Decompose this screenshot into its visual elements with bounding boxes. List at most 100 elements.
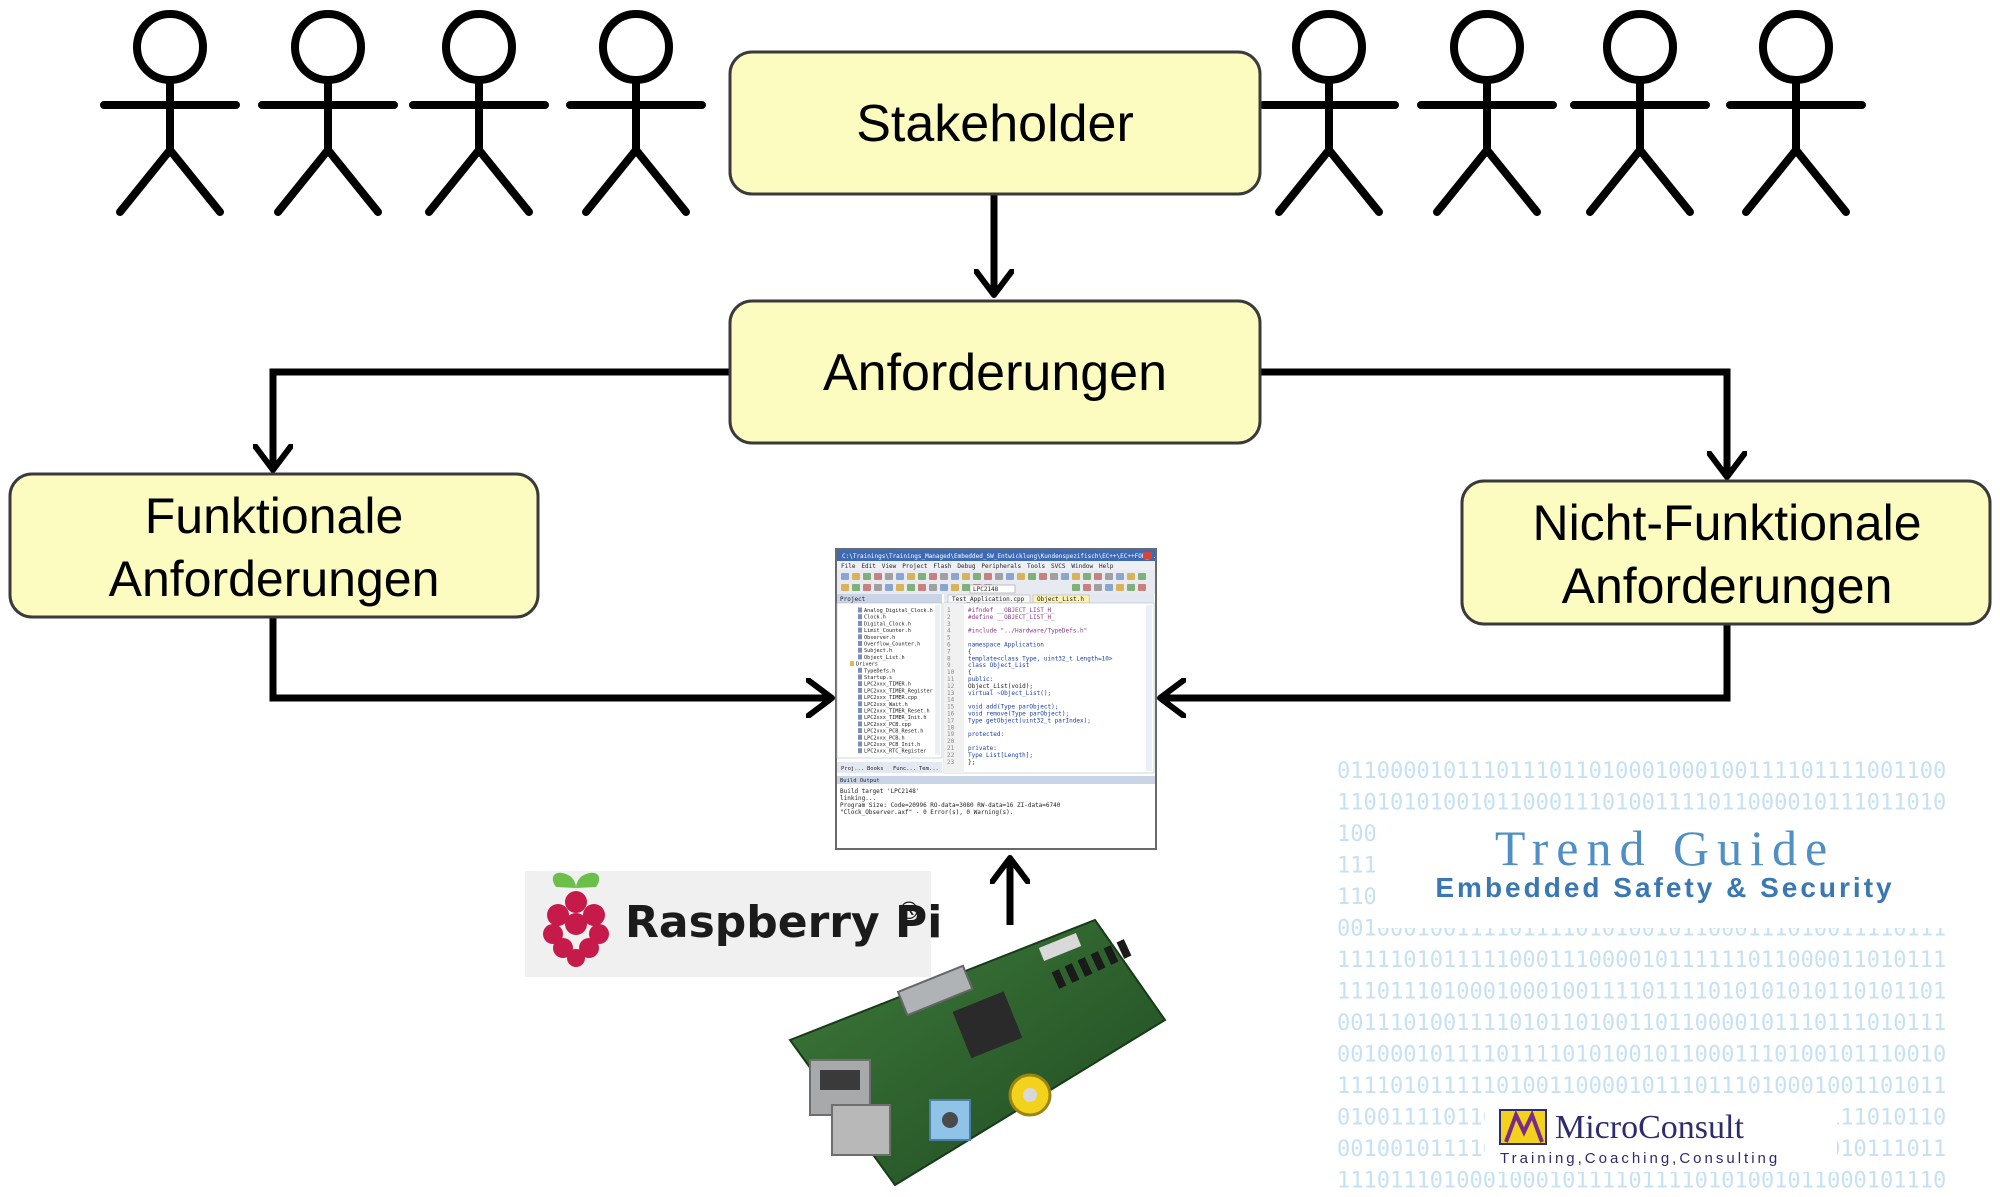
ide-menu-item[interactable]: Tools xyxy=(1027,563,1045,570)
file-tree-item[interactable]: Clock.h xyxy=(864,615,886,621)
ide-menu-item[interactable]: Edit xyxy=(861,563,876,570)
ide-toolbar-button[interactable] xyxy=(929,573,937,580)
ide-toolbar-button[interactable] xyxy=(852,584,860,591)
binary-row: 0110000101110111011010001000100111101111… xyxy=(1337,759,1946,784)
ide-toolbar-button[interactable] xyxy=(896,573,904,580)
ide-toolbar-button[interactable] xyxy=(1116,584,1124,591)
file-tree-item[interactable]: Observer.h xyxy=(864,635,895,641)
ide-toolbar-button[interactable] xyxy=(885,584,893,591)
file-tree-item[interactable]: Analog_Digital_Clock.h xyxy=(864,608,933,614)
ide-toolbar-button[interactable] xyxy=(1116,573,1124,580)
ide-toolbar-button[interactable] xyxy=(1061,573,1069,580)
ide-menu-item[interactable]: Peripherals xyxy=(981,563,1021,570)
file-tree-item[interactable]: LPC2xxx_PCB_Init.h xyxy=(864,742,920,748)
ide-toolbar-button[interactable] xyxy=(841,573,849,580)
file-icon xyxy=(858,614,862,620)
ide-toolbar-button[interactable] xyxy=(874,584,882,591)
file-tree-item[interactable]: Drivers xyxy=(856,662,878,668)
arrow-anforderungen-to-nicht-funktionale xyxy=(1260,368,1727,477)
ide-toolbar-button[interactable] xyxy=(1072,573,1080,580)
ide-toolbar-button[interactable] xyxy=(918,584,926,591)
ide-toolbar-button[interactable] xyxy=(1094,573,1102,580)
ide-target: LPC2148 xyxy=(973,586,999,593)
ide-toolbar-button[interactable] xyxy=(907,573,915,580)
ide-toolbar-button[interactable] xyxy=(1127,573,1135,580)
raspberry-pi-text: Raspberry Pi xyxy=(625,897,942,948)
ide-toolbar-button[interactable] xyxy=(1028,573,1036,580)
ide-menu-item[interactable]: Window xyxy=(1071,563,1093,570)
ide-toolbar-button[interactable] xyxy=(1138,584,1146,591)
ide-toolbar-button[interactable] xyxy=(962,584,970,591)
build-output-line: linking... xyxy=(840,795,876,802)
ide-bottom-tab[interactable]: Func... xyxy=(893,766,916,772)
ide-toolbar-button[interactable] xyxy=(995,573,1003,580)
ide-toolbar-button[interactable] xyxy=(973,573,981,580)
ide-toolbar-button[interactable] xyxy=(940,584,948,591)
ide-menu-item[interactable]: Help xyxy=(1099,563,1114,570)
file-tree-item[interactable]: LPC2xxx_PCB_Reset.h xyxy=(864,729,923,735)
file-tree-item[interactable]: Subject.h xyxy=(864,648,892,654)
ide-menu-item[interactable]: SVCS xyxy=(1051,563,1066,570)
file-tree-item[interactable]: LPC2xxx_PCB.h xyxy=(864,735,905,741)
ide-toolbar-button[interactable] xyxy=(1094,584,1102,591)
file-tree-item[interactable]: LPC2xxx_TIMER_Reset.h xyxy=(864,709,930,715)
ide-toolbar-button[interactable] xyxy=(951,573,959,580)
ide-menu-item[interactable]: Project xyxy=(902,563,928,570)
ide-bottom-tab[interactable]: Proj... xyxy=(841,766,864,772)
file-tree-item[interactable]: LPC2xxx_Wait.h xyxy=(864,702,908,708)
ide-toolbar-button[interactable] xyxy=(1050,573,1058,580)
ide-toolbar-button[interactable] xyxy=(984,573,992,580)
ide-menu-item[interactable]: Flash xyxy=(933,563,951,570)
code-line: Type getObject(uint32_t parIndex); xyxy=(968,717,1091,724)
ide-toolbar-button[interactable] xyxy=(1017,573,1025,580)
file-tree-item[interactable]: Digital_Clock.h xyxy=(864,621,911,627)
ide-toolbar-button[interactable] xyxy=(940,573,948,580)
file-tree-item[interactable]: LPC2xxx_TIMER.cpp xyxy=(864,695,917,701)
ide-toolbar-button[interactable] xyxy=(874,573,882,580)
file-tree-item[interactable]: LPC2xxx_PCB.cpp xyxy=(864,722,911,728)
ide-toolbar-button[interactable] xyxy=(896,584,904,591)
file-tree-item[interactable]: Overflow_Counter.h xyxy=(864,642,920,648)
file-tree-item[interactable]: TypeDefs.h xyxy=(864,668,895,674)
line-number: 22 xyxy=(947,752,955,759)
ide-toolbar-button[interactable] xyxy=(885,573,893,580)
file-tree-item[interactable]: Limit_Counter.h xyxy=(864,628,911,634)
file-tree-item[interactable]: Startup.s xyxy=(864,675,892,681)
ide-toolbar-button[interactable] xyxy=(1105,584,1113,591)
ide-toolbar-button[interactable] xyxy=(929,584,937,591)
file-tree-item[interactable]: LPC2xxx_TIMER.h xyxy=(864,682,911,688)
ide-toolbar-button[interactable] xyxy=(1138,573,1146,580)
ide-menu-item[interactable]: File xyxy=(841,563,856,570)
ide-toolbar-button[interactable] xyxy=(863,573,871,580)
ide-menu-item[interactable]: Debug xyxy=(957,563,975,570)
file-tree-item[interactable]: LPC2xxx_RTC_Register xyxy=(864,749,926,755)
ide-bottom-tab[interactable]: Books xyxy=(867,766,884,772)
ide-toolbar-button[interactable] xyxy=(918,573,926,580)
ide-toolbar-button[interactable] xyxy=(962,573,970,580)
file-tree-item[interactable]: LPC2xxx_TIMER_Register xyxy=(864,688,933,694)
anforderungen-box: Anforderungen xyxy=(728,299,1262,445)
ide-toolbar-button[interactable] xyxy=(841,584,849,591)
file-tree-item[interactable]: Object_List.h xyxy=(864,655,905,661)
ide-toolbar-button[interactable] xyxy=(1072,584,1080,591)
file-tree-item[interactable]: LPC2xxx_TIMER_Init.h xyxy=(864,715,926,721)
connectors xyxy=(273,195,1727,925)
line-number: 13 xyxy=(947,690,955,697)
microconsult-name: MicroConsult xyxy=(1555,1109,1744,1146)
ide-menu-item[interactable]: View xyxy=(882,563,897,570)
code-line: template<class Type, uint32_t Length=10> xyxy=(968,655,1113,662)
ide-editor-tab-label: Object_List.h xyxy=(1037,596,1084,603)
ide-toolbar-button[interactable] xyxy=(1127,584,1135,591)
ide-toolbar-button[interactable] xyxy=(907,584,915,591)
ide-toolbar-button[interactable] xyxy=(951,584,959,591)
ide-toolbar-button[interactable] xyxy=(1105,573,1113,580)
ide-toolbar-button[interactable] xyxy=(1039,573,1047,580)
ide-toolbar-button[interactable] xyxy=(1006,573,1014,580)
ide-toolbar-button[interactable] xyxy=(863,584,871,591)
ide-bottom-tab[interactable]: Tem... xyxy=(919,766,939,772)
code-line: void add(Type parObject); xyxy=(968,704,1058,711)
ide-toolbar-button[interactable] xyxy=(1083,584,1091,591)
ide-file-tree: Analog_Digital_Clock.hClock.hDigital_Clo… xyxy=(850,607,933,755)
ide-toolbar-button[interactable] xyxy=(1083,573,1091,580)
ide-toolbar-button[interactable] xyxy=(852,573,860,580)
